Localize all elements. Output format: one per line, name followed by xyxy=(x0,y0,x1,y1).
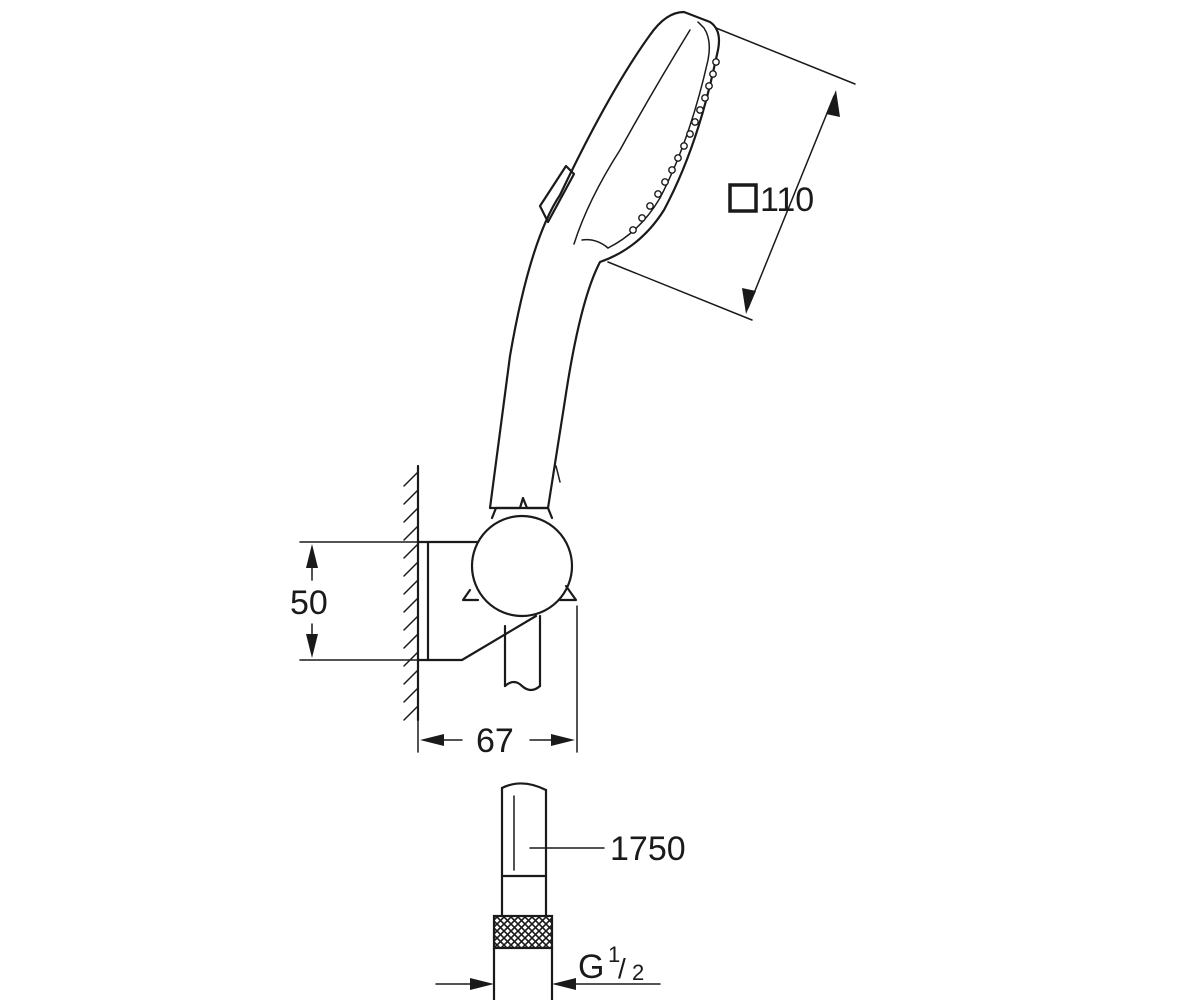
dimension-head-size: 110 xyxy=(607,27,856,321)
wall-bracket xyxy=(416,496,578,692)
knurled-nut xyxy=(492,914,554,950)
dimension-bracket-projection: 67 xyxy=(417,605,578,760)
dimension-hose-length: 1750 xyxy=(529,830,686,868)
thread-prefix: G xyxy=(578,948,604,986)
head-size-value: 110 xyxy=(760,181,814,219)
hand-shower xyxy=(488,10,721,510)
hose-length-value: 1750 xyxy=(610,830,686,868)
mode-button xyxy=(538,164,576,224)
shower-handle xyxy=(488,10,721,510)
dimension-bracket-height: 50 xyxy=(290,541,419,661)
wall-hatching xyxy=(403,471,419,721)
ball-joint xyxy=(470,514,574,618)
thread-denominator: 2 xyxy=(632,960,644,985)
thread-slash: / xyxy=(618,953,626,984)
bracket-projection-value: 67 xyxy=(476,722,514,760)
spray-nozzles xyxy=(629,58,720,234)
dimension-thread: G 1 / 2 xyxy=(435,942,661,990)
wall xyxy=(403,464,420,722)
thread-numerator: 1 xyxy=(608,942,620,967)
square-icon xyxy=(728,183,758,213)
shower-hose xyxy=(492,782,554,1000)
bracket-height-value: 50 xyxy=(290,584,328,622)
